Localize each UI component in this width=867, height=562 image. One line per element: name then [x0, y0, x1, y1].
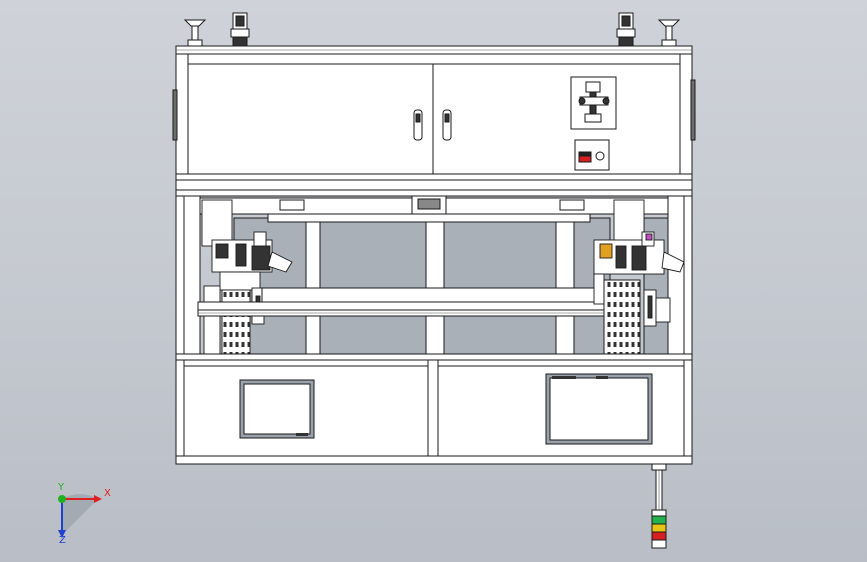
y-axis-arrow: [58, 495, 66, 503]
z-axis-arrowhead: [58, 530, 66, 538]
top-caster-left: [230, 12, 250, 47]
top-leveling-foot-left: [183, 19, 207, 47]
pressure-regulator-panel: [570, 76, 617, 130]
signal-tower-stand: [651, 463, 667, 517]
x-axis-label: X: [104, 488, 111, 499]
coordinate-triad: X Y Z: [57, 482, 111, 546]
triad-plane: [62, 494, 98, 535]
top-leveling-foot-right: [657, 19, 681, 47]
main-power-switch[interactable]: [574, 139, 610, 171]
door-handle-right[interactable]: [442, 109, 452, 141]
signal-light-red: [651, 531, 667, 541]
monitor-screen: [239, 379, 315, 439]
z-axis-label: Z: [59, 535, 66, 546]
touch-screen-hmi: [545, 373, 653, 445]
signal-light-yellow: [651, 523, 667, 533]
signal-tower-base: [651, 539, 667, 549]
cabinet-door-left[interactable]: [187, 63, 434, 175]
gantry-top-beam: [199, 195, 669, 223]
inner-glass-mid-right: [443, 217, 557, 355]
right-dispense-head: [593, 199, 685, 357]
vertical-posts: [183, 195, 685, 357]
top-caster-right: [616, 12, 636, 47]
cabinet-door-right[interactable]: [432, 63, 681, 175]
y-axis-label: Y: [57, 482, 65, 493]
inner-glass-mid-left: [319, 217, 427, 355]
signal-tower-lights: [651, 515, 667, 541]
x-axis-arrowhead: [94, 495, 102, 503]
door-handle-left[interactable]: [413, 109, 423, 141]
signal-light-green: [651, 515, 667, 525]
middle-floor-rail: [175, 353, 693, 361]
